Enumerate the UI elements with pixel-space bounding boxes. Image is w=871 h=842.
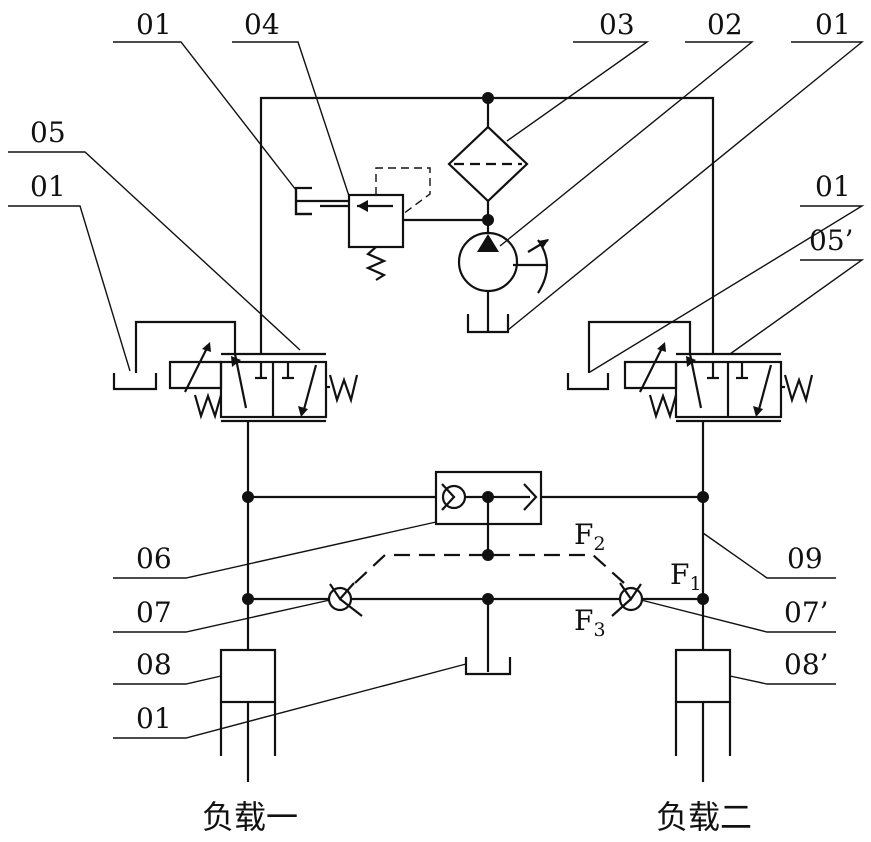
tank-icon xyxy=(296,188,349,214)
tank-icon xyxy=(114,322,235,389)
label-08: 08 xyxy=(136,648,172,681)
force-labels: F2 F1 F3 xyxy=(574,518,702,641)
label-f1: F1 xyxy=(670,558,702,595)
directional-valve-icon xyxy=(170,342,357,421)
directional-valve-icon xyxy=(625,342,812,421)
label-01: 01 xyxy=(136,8,172,41)
label-05: 05 xyxy=(30,116,66,149)
label-06: 06 xyxy=(136,542,172,575)
label-08-prime: 08’ xyxy=(784,648,829,681)
working-lines xyxy=(242,421,709,674)
label-07: 07 xyxy=(136,596,172,629)
shuttle-valve-icon xyxy=(436,472,541,561)
label-01: 01 xyxy=(815,170,851,203)
load-one-label: 负载一 xyxy=(202,798,298,836)
label-07-prime: 07’ xyxy=(784,596,829,629)
label-02: 02 xyxy=(707,8,743,41)
label-01: 01 xyxy=(815,8,851,41)
label-03: 03 xyxy=(599,8,635,41)
hydraulic-cylinder-icon xyxy=(676,650,730,782)
load-labels: 负载一 负载二 xyxy=(202,798,752,836)
variable-pump-icon xyxy=(459,233,549,332)
label-01: 01 xyxy=(136,702,172,735)
tank-icon xyxy=(568,322,690,389)
label-09: 09 xyxy=(787,542,823,575)
label-01: 01 xyxy=(30,170,66,203)
load-two-label: 负载二 xyxy=(656,798,752,836)
label-04: 04 xyxy=(244,8,280,41)
label-f3: F3 xyxy=(574,604,606,641)
label-f2: F2 xyxy=(574,518,606,555)
label-05-prime: 05’ xyxy=(809,224,854,257)
